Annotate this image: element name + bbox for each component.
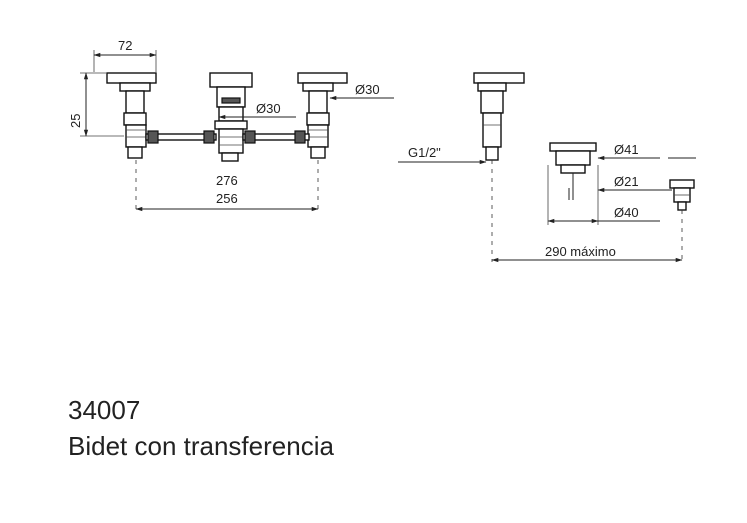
dim-handle-diameter: Ø30 xyxy=(355,82,380,97)
dim-diameter-40: Ø40 xyxy=(614,205,639,220)
product-code: 34007 xyxy=(68,395,141,425)
dim-spout-diameter: Ø30 xyxy=(256,101,281,116)
connection-hoses xyxy=(145,130,310,144)
dim-outer-distance: 276 xyxy=(216,173,238,188)
product-name: Bidet con transferencia xyxy=(68,431,334,461)
dim-handle-height: 25 xyxy=(68,114,83,128)
technical-drawing: 72 25 Ø30 Ø30 276 256 G1/2" Ø41 Ø21 xyxy=(68,38,696,263)
dim-diameter-41: Ø41 xyxy=(614,142,639,157)
dim-handle-width: 72 xyxy=(118,38,132,53)
dim-inner-distance: 256 xyxy=(216,191,238,206)
dim-thread: G1/2" xyxy=(408,145,441,160)
left-tap xyxy=(106,72,157,159)
waste-valve xyxy=(549,142,597,200)
caption: 34007 Bidet con transferencia xyxy=(68,394,334,462)
dim-diameter-21: Ø21 xyxy=(614,174,639,189)
drain-plug xyxy=(668,157,696,211)
right-tap xyxy=(297,72,348,159)
side-tap xyxy=(473,72,525,161)
dim-max-distance: 290 máximo xyxy=(545,244,616,259)
